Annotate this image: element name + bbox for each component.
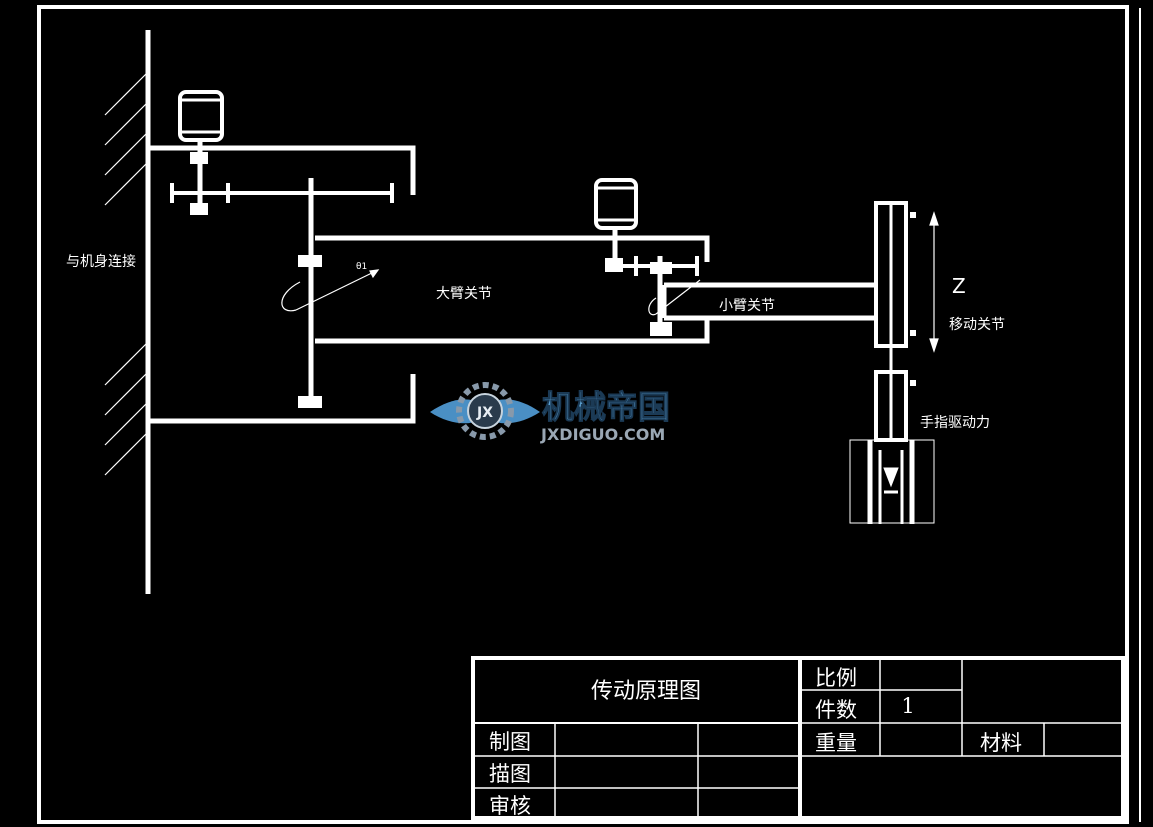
small-arm-joint-shaft [650,256,672,336]
body-connection-label: 与机身连接 [66,253,136,270]
gripper [849,370,935,524]
input-shaft [170,183,394,203]
watermark-logo: JX 机械帝国 JXDIGUO.COM [430,382,671,444]
count-value: 1 [901,694,914,718]
motor-2 [594,178,699,276]
big-arm-rotation-symbol [281,269,380,312]
drawn-label: 制图 [489,730,531,754]
z-axis-label: Z [952,274,966,298]
linear-joint-column [874,201,916,372]
big-arm-joint-label: 大臂关节 [436,286,492,302]
small-arm-joint-label: 小臂关节 [719,298,775,314]
base-wall [104,30,151,594]
traced-label: 描图 [489,762,531,786]
checked-label: 审核 [489,794,531,818]
outer-frame [37,5,1129,824]
frame-bracket [148,145,416,424]
weight-label: 重量 [815,731,857,755]
big-arm [315,235,710,344]
logo-en-text: JXDIGUO.COM [540,425,665,444]
z-travel-arrow [929,211,939,353]
wing-right-icon [490,399,540,424]
logo-cn-text: 机械帝国 [542,388,670,426]
theta-label: θ1 [356,262,367,272]
move-joint-label: 移动关节 [949,317,1005,333]
main-vertical-shaft [298,178,322,408]
material-label: 材料 [980,731,1022,755]
count-label: 件数 [815,698,857,722]
logo-emblem-text: JX [476,405,493,421]
scale-label: 比例 [815,666,857,690]
drawing-title: 传动原理图 [591,679,701,704]
gear-icon [456,382,514,440]
wing-left-icon [430,399,480,424]
small-arm [661,282,876,321]
motor-1 [178,90,224,215]
finger-drive-label: 手指驱动力 [920,415,990,431]
title-block [471,656,1125,820]
